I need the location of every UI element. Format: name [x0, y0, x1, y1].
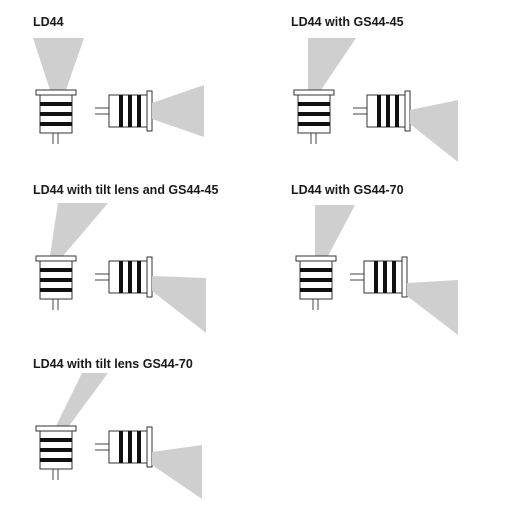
fixture-vertical	[35, 425, 77, 480]
beam-cone-side	[152, 445, 202, 499]
panel-ld44-tilt-lens-gs44-45: LD44 with tilt lens and GS44-45	[33, 183, 219, 333]
beam-cone-side	[152, 276, 206, 333]
panel-ld44-gs44-70: LD44 with GS44-70	[291, 183, 458, 335]
fixture-horizontal	[95, 90, 153, 132]
panel-title: LD44	[33, 15, 64, 29]
panel-title: LD44 with tilt lens and GS44-45	[33, 183, 219, 197]
fixture-horizontal	[95, 426, 153, 468]
fixture-vertical	[35, 255, 77, 310]
beam-cone-up	[33, 38, 84, 90]
panel-ld44: LD44	[33, 15, 204, 144]
fixture-vertical	[295, 255, 337, 310]
fixture-vertical	[35, 89, 77, 144]
panel-ld44-tilt-lens-gs44-70: LD44 with tilt lens GS44-70	[33, 357, 202, 499]
panel-title: LD44 with tilt lens GS44-70	[33, 357, 193, 371]
fixture-horizontal	[95, 256, 153, 298]
panel-ld44-gs44-45: LD44 with GS44-45	[291, 15, 458, 162]
beam-cone-up	[308, 38, 356, 90]
beam-cone-up	[315, 205, 355, 256]
beam-cone-side	[407, 280, 458, 335]
fixture-vertical	[293, 89, 335, 144]
beam-cone-side	[410, 100, 458, 162]
fixture-horizontal	[350, 256, 408, 298]
panel-title: LD44 with GS44-45	[291, 15, 404, 29]
beam-cone-up	[50, 203, 108, 256]
beam-cone-up	[56, 373, 108, 426]
fixture-horizontal	[353, 90, 411, 132]
beam-cone-side	[152, 85, 204, 137]
panel-title: LD44 with GS44-70	[291, 183, 404, 197]
